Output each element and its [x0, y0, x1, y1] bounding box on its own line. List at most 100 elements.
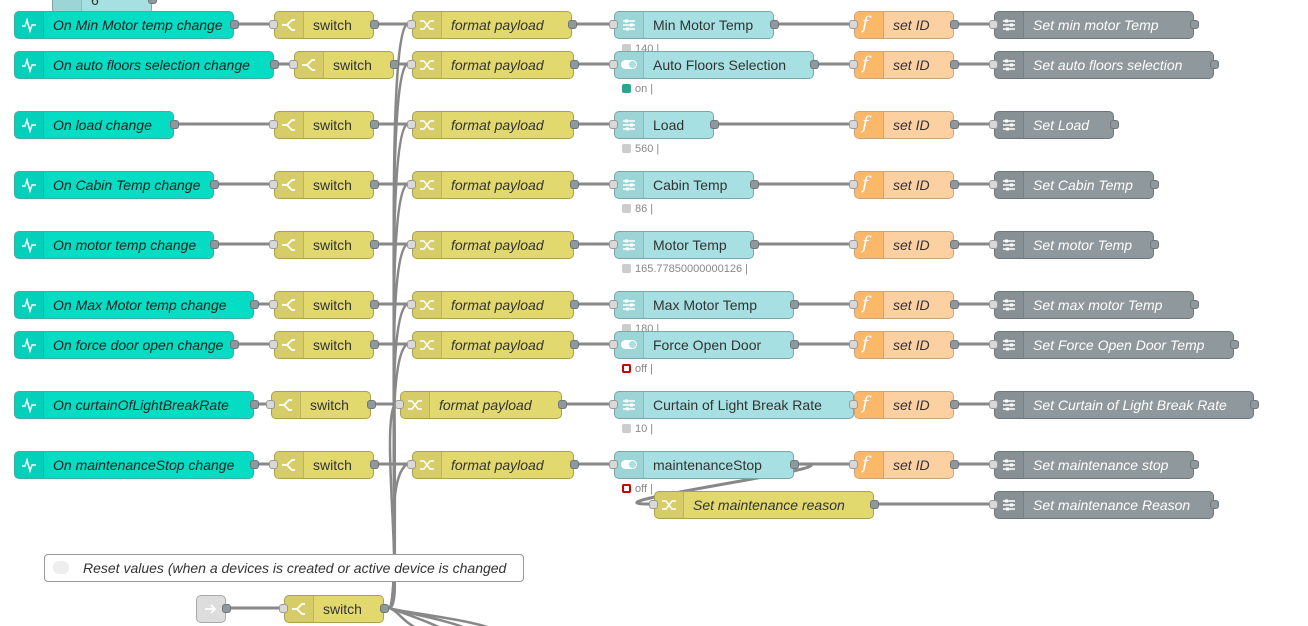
output-port[interactable]	[558, 400, 567, 409]
input-port[interactable]	[266, 400, 275, 409]
input-port[interactable]	[609, 180, 618, 189]
output-node[interactable]: Set maintenance stop	[989, 451, 1199, 479]
output-port[interactable]	[250, 300, 259, 309]
dashboard-widget-node[interactable]: Curtain of Light Break Rate	[609, 391, 859, 419]
input-port[interactable]	[407, 60, 416, 69]
dashboard-widget-node[interactable]: Auto Floors Selection	[609, 51, 819, 79]
dashboard-widget-node[interactable]: Max Motor Temp	[609, 291, 799, 319]
input-port[interactable]	[279, 604, 288, 613]
format-payload-node[interactable]: format payload	[407, 11, 577, 39]
output-port[interactable]	[570, 180, 579, 189]
output-port[interactable]	[750, 180, 759, 189]
output-port[interactable]	[950, 60, 959, 69]
output-port[interactable]	[222, 604, 231, 613]
input-port[interactable]	[609, 120, 618, 129]
input-port[interactable]	[269, 460, 278, 469]
inject-node[interactable]: On Cabin Temp change	[14, 171, 219, 199]
output-port[interactable]	[1190, 20, 1199, 29]
wire[interactable]	[388, 462, 408, 610]
input-port[interactable]	[849, 460, 858, 469]
input-port[interactable]	[609, 400, 618, 409]
output-port[interactable]	[1110, 120, 1119, 129]
output-port[interactable]	[950, 240, 959, 249]
output-port[interactable]	[380, 604, 389, 613]
switch-node[interactable]: switch	[269, 111, 379, 139]
input-port[interactable]	[849, 20, 858, 29]
input-port[interactable]	[269, 20, 278, 29]
output-port[interactable]	[950, 120, 959, 129]
output-port[interactable]	[950, 400, 959, 409]
output-port[interactable]	[370, 180, 379, 189]
output-port[interactable]	[1150, 180, 1159, 189]
input-port[interactable]	[407, 180, 416, 189]
set-maintenance-reason-output-node[interactable]: Set maintenance Reason	[989, 491, 1219, 519]
input-port[interactable]	[849, 340, 858, 349]
input-port[interactable]	[407, 240, 416, 249]
input-port[interactable]	[407, 20, 416, 29]
output-port[interactable]	[950, 340, 959, 349]
input-port[interactable]	[849, 120, 858, 129]
input-port[interactable]	[989, 240, 998, 249]
output-port[interactable]	[950, 460, 959, 469]
switch-node[interactable]: switch	[269, 451, 379, 479]
input-port[interactable]	[407, 460, 416, 469]
output-port[interactable]	[810, 60, 819, 69]
output-node[interactable]: Set motor Temp	[989, 231, 1159, 259]
output-port[interactable]	[570, 120, 579, 129]
input-port[interactable]	[269, 180, 278, 189]
inject-node[interactable]: On Min Motor temp change	[14, 11, 239, 39]
switch-node[interactable]: switch	[269, 231, 379, 259]
input-port[interactable]	[649, 500, 658, 509]
set-maintenance-reason-node[interactable]: Set maintenance reason	[649, 491, 879, 519]
output-port[interactable]	[148, 0, 157, 4]
output-port[interactable]	[1230, 340, 1239, 349]
comment-node[interactable]: Reset values (when a devices is created …	[44, 554, 524, 582]
input-port[interactable]	[269, 300, 278, 309]
link-in-node[interactable]	[196, 595, 231, 623]
output-port[interactable]	[367, 400, 376, 409]
inject-node[interactable]: On auto floors selection change	[14, 51, 279, 79]
output-node[interactable]: Set max motor Temp	[989, 291, 1199, 319]
input-port[interactable]	[989, 300, 998, 309]
input-port[interactable]	[289, 60, 298, 69]
input-port[interactable]	[269, 240, 278, 249]
inject-node[interactable]: On curtainOfLightBreakRate	[14, 391, 259, 419]
input-port[interactable]	[849, 60, 858, 69]
input-port[interactable]	[849, 400, 858, 409]
output-port[interactable]	[370, 340, 379, 349]
output-port[interactable]	[250, 400, 259, 409]
switch-node[interactable]: switch	[269, 331, 379, 359]
format-payload-node[interactable]: format payload	[407, 231, 579, 259]
output-port[interactable]	[870, 500, 879, 509]
input-port[interactable]	[609, 240, 618, 249]
format-payload-node[interactable]: format payload	[395, 391, 567, 419]
bottom-switch-node[interactable]: switch	[279, 595, 389, 623]
inject-node[interactable]: On Max Motor temp change	[14, 291, 259, 319]
input-port[interactable]	[989, 340, 998, 349]
dashboard-widget-node[interactable]: Motor Temp	[609, 231, 759, 259]
output-node[interactable]: Set min motor Temp	[989, 11, 1199, 39]
output-port[interactable]	[1210, 500, 1219, 509]
input-port[interactable]	[849, 240, 858, 249]
output-port[interactable]	[370, 460, 379, 469]
input-port[interactable]	[269, 340, 278, 349]
output-port[interactable]	[210, 240, 219, 249]
input-port[interactable]	[609, 460, 618, 469]
output-node[interactable]: Set auto floors selection	[989, 51, 1219, 79]
wire[interactable]	[635, 462, 813, 506]
format-payload-node[interactable]: format payload	[407, 171, 579, 199]
dashboard-widget-node[interactable]: maintenanceStop	[609, 451, 799, 479]
output-port[interactable]	[790, 300, 799, 309]
output-port[interactable]	[570, 300, 579, 309]
inject-node[interactable]: On force door open change	[14, 331, 239, 359]
dashboard-widget-node[interactable]: Min Motor Temp	[609, 11, 779, 39]
output-port[interactable]	[790, 460, 799, 469]
input-port[interactable]	[989, 400, 998, 409]
input-port[interactable]	[609, 300, 618, 309]
output-port[interactable]	[250, 460, 259, 469]
output-node[interactable]: Set Force Open Door Temp	[989, 331, 1239, 359]
input-port[interactable]	[407, 300, 416, 309]
